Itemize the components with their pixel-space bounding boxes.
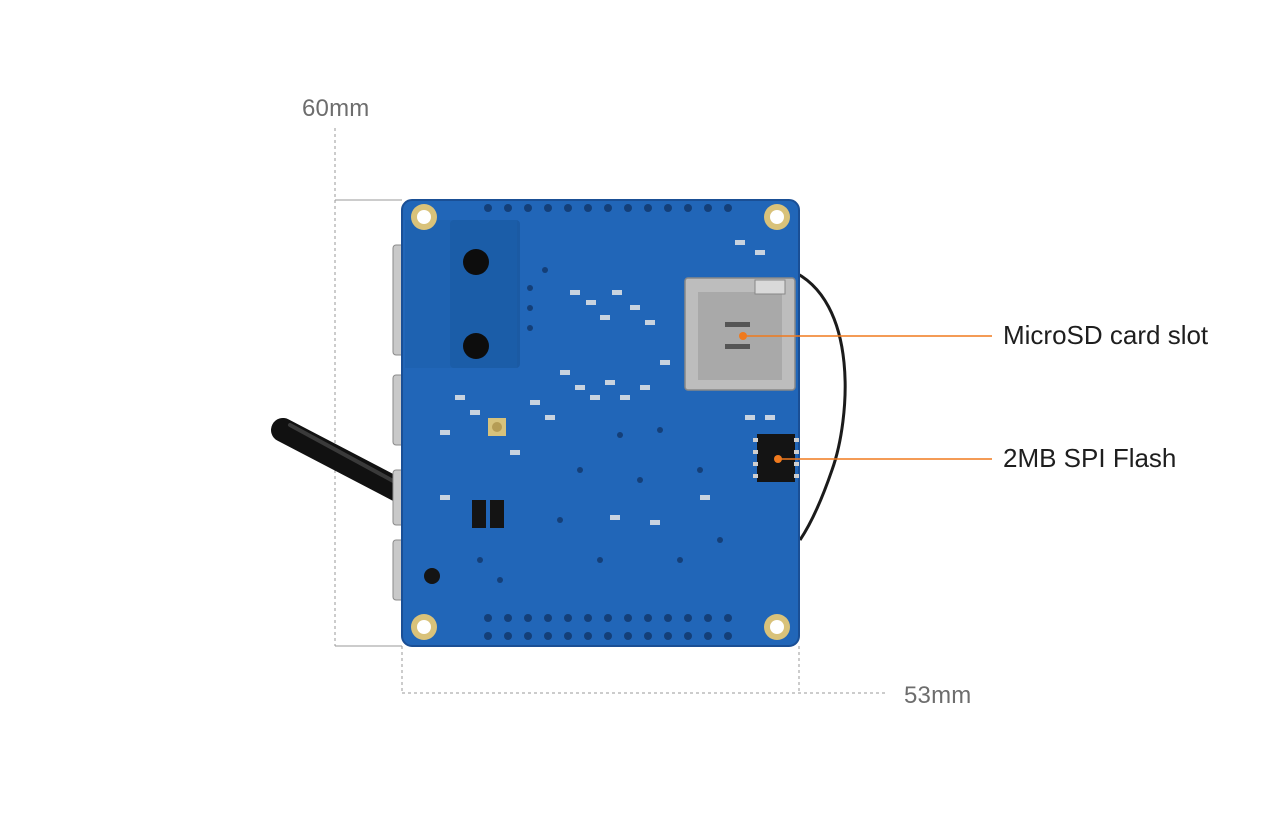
dimension-lines [334, 128, 888, 694]
height-dimension-label: 60mm [302, 95, 370, 122]
test-points [477, 267, 723, 583]
transistor-1 [472, 500, 486, 528]
microsd-callout-label: MicroSD card slot [1003, 320, 1209, 350]
power-cable [271, 418, 410, 502]
header-pins [484, 204, 732, 640]
antenna-wire [789, 268, 847, 541]
width-dimension-label: 53mm [904, 682, 972, 709]
spi-flash-callout-label: 2MB SPI Flash [1003, 443, 1177, 473]
smd-components [440, 240, 775, 525]
mounting-holes [411, 204, 790, 640]
transistor-2 [490, 500, 504, 528]
callout-lines [739, 332, 992, 463]
